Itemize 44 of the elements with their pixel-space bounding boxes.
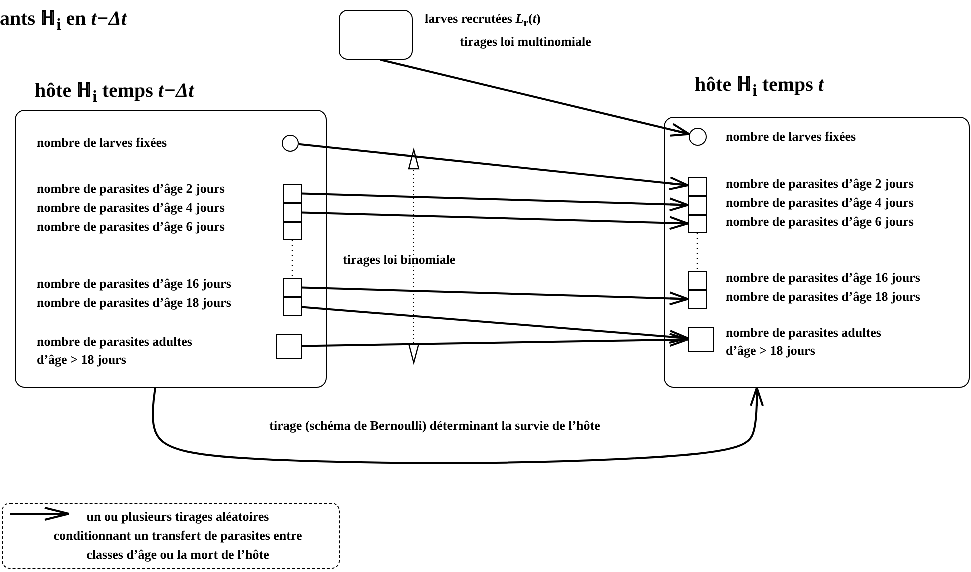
count-label: nombre de parasites d’âge 6 jours <box>37 218 225 236</box>
arrow <box>302 212 689 230</box>
count-label: nombre de larves fixées <box>726 128 856 146</box>
count-label: nombre de parasites d’âge 4 jours <box>37 199 225 217</box>
count-box <box>688 177 707 196</box>
count-label: nombre de parasites d’âge 16 jours <box>726 269 920 287</box>
count-box <box>688 290 707 309</box>
count-label: nombre de parasites d’âge 18 jours <box>37 294 232 312</box>
count-box <box>276 334 302 359</box>
host-heading: hôte ℍ$_{i}$ temps t <box>695 73 824 102</box>
count-label: tirages loi multinomiale <box>460 33 592 51</box>
host-heading: hôte ℍ$_{i}$ temps t−Δt <box>35 79 194 108</box>
arrow <box>152 387 764 464</box>
count-circle <box>689 128 707 146</box>
count-box <box>283 203 302 222</box>
count-label: larves recrutées L$_{r}$(t) <box>425 10 541 32</box>
count-box <box>283 278 302 297</box>
annotation: tirages loi binomiale <box>343 251 456 269</box>
count-box <box>339 10 413 60</box>
count-label: nombre de parasites d’âge 2 jours <box>726 175 914 193</box>
count-label: nombre de larves fixées <box>37 134 168 152</box>
count-label: nombre de parasites d’âge 18 jours <box>726 288 920 306</box>
legend-text: un ou plusieurs tirages aléatoires conditionnant un transfert de parasites entre classes d’âge ou la mort de l’hôte <box>53 508 303 564</box>
count-box <box>688 196 707 215</box>
arrow <box>302 333 689 348</box>
figure-title: ants ℍ$_{i}$ en t−Δt <box>0 7 127 36</box>
count-label: nombre de parasites adultes d’âge > 18 jours <box>726 324 882 360</box>
count-box <box>283 222 302 240</box>
arrow <box>298 143 689 191</box>
count-circle <box>282 135 299 152</box>
count-label: nombre de parasites d’âge 2 jours <box>37 180 225 198</box>
arrow <box>302 286 689 306</box>
count-label: nombre de parasites adultes d’âge > 18 jours <box>37 333 194 369</box>
count-box <box>283 297 302 316</box>
arrow <box>302 306 689 344</box>
count-label: nombre de parasites d’âge 16 jours <box>37 275 232 293</box>
count-box <box>688 271 707 290</box>
arrow <box>380 59 690 137</box>
count-label: nombre de parasites d’âge 6 jours <box>726 213 914 231</box>
arrow <box>302 192 689 212</box>
count-box <box>283 184 302 203</box>
count-label: nombre de parasites d’âge 4 jours <box>726 194 914 212</box>
count-box <box>688 327 714 352</box>
count-box <box>688 215 707 233</box>
